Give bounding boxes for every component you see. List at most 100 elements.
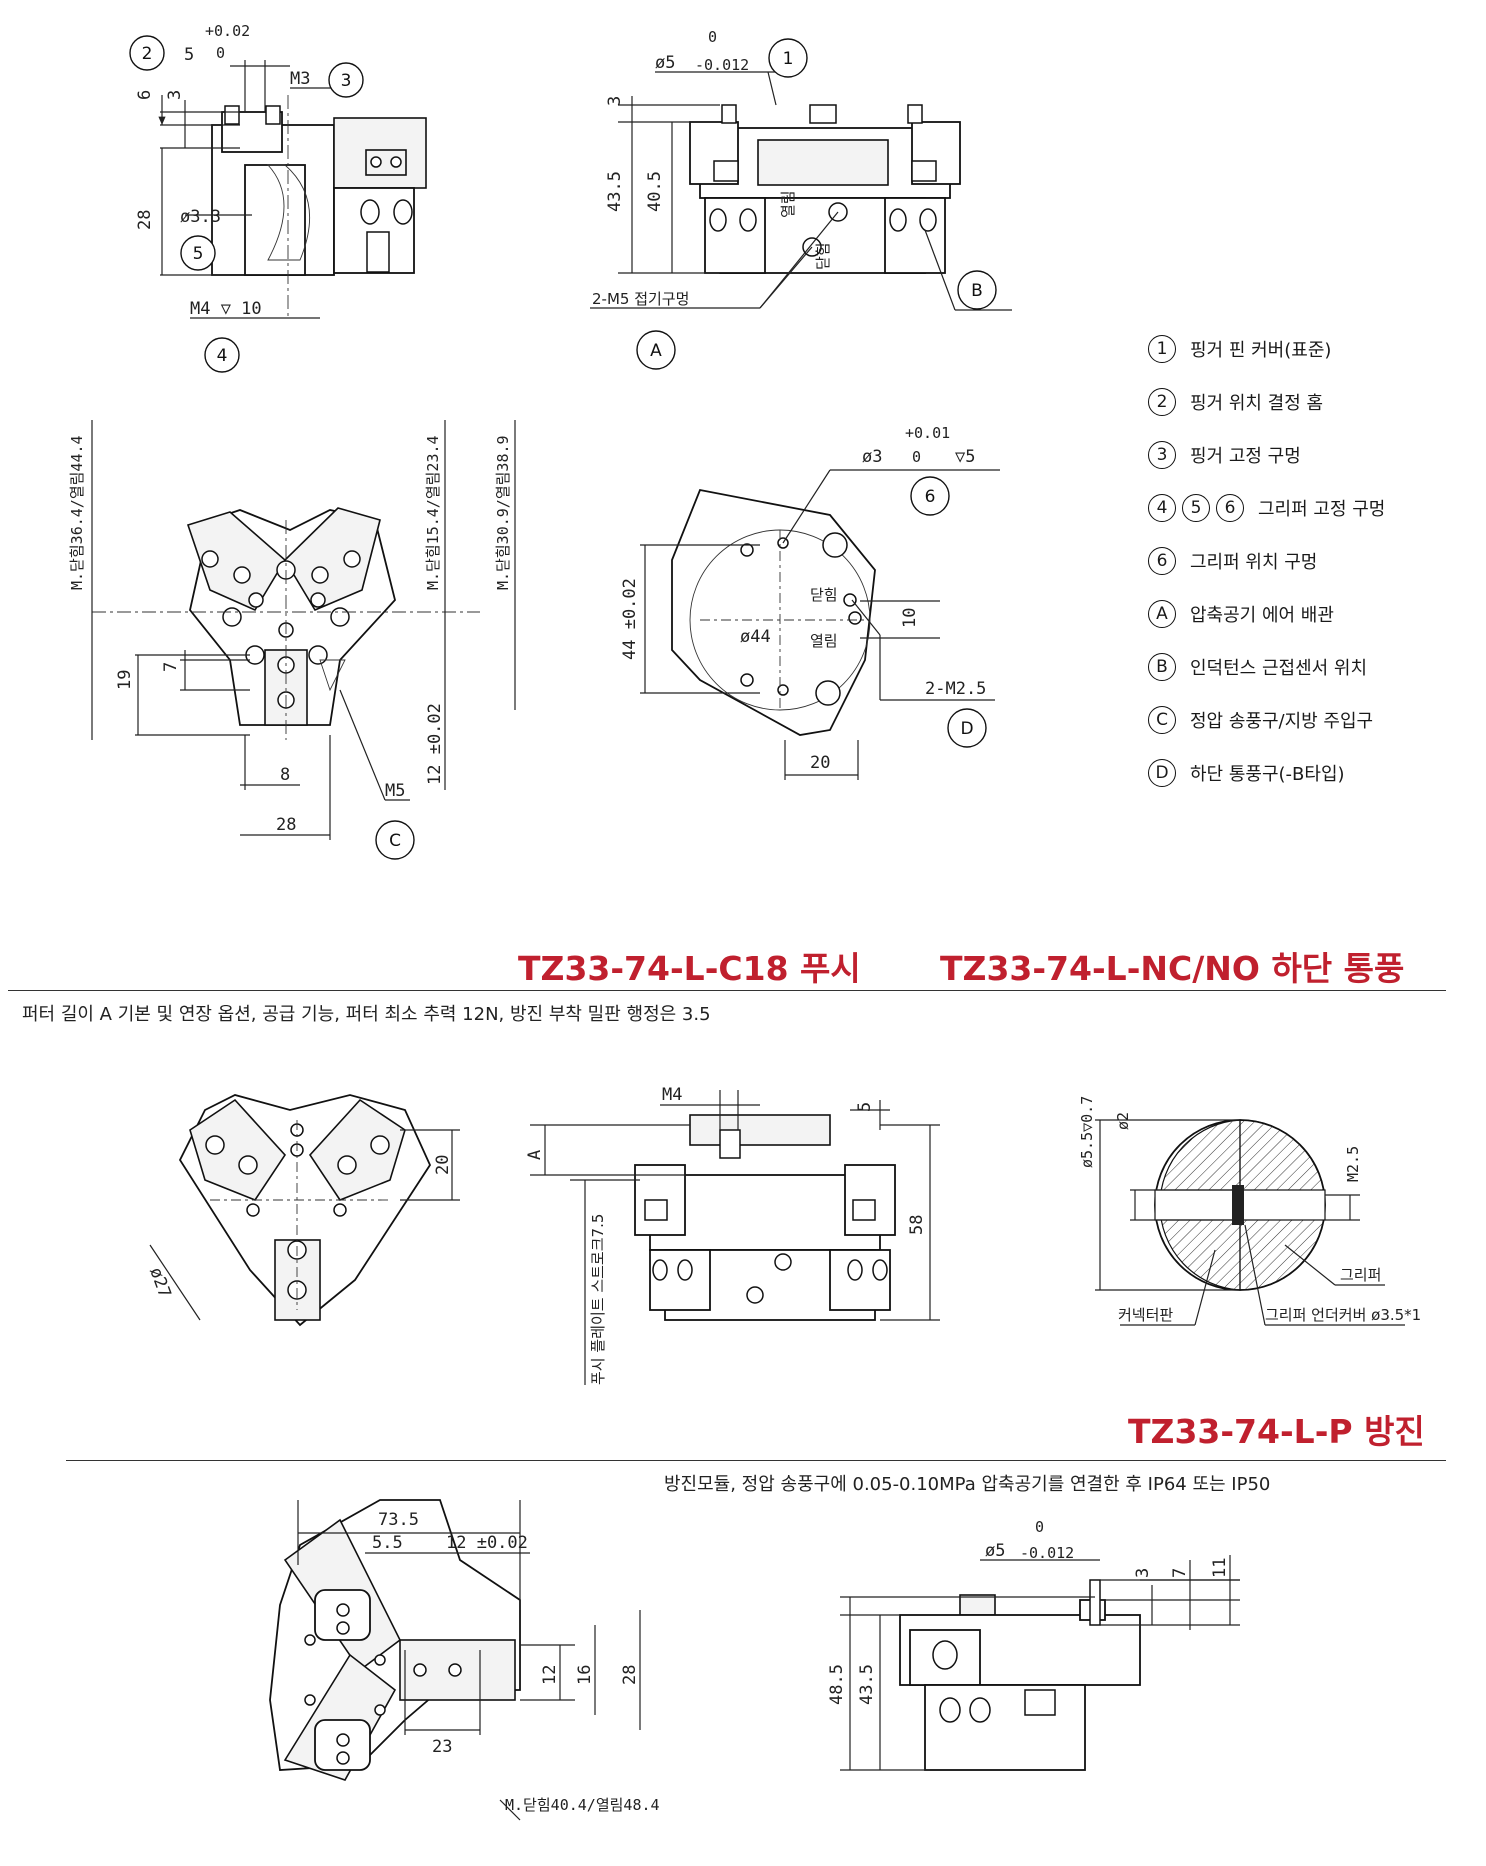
svg-text:C: C	[389, 831, 401, 851]
legend-badge: B	[1148, 652, 1176, 681]
dim-m3r: M.닫힘30.9/열림38.9	[494, 435, 512, 590]
svg-text:4: 4	[217, 346, 228, 366]
svg-text:5: 5	[193, 244, 204, 264]
dim-28: 28	[135, 210, 155, 230]
dim-11: 11	[1210, 1558, 1230, 1578]
dim-55: 5.5	[372, 1533, 403, 1553]
legend-text: 압축공기 에어 배관	[1190, 604, 1334, 626]
dim-8: 8	[280, 765, 290, 785]
view-top-jaws: M.닫힘36.4/열림44.4 M.닫힘15.4/열림23.4 M.닫힘30.9…	[68, 420, 516, 860]
legend-badge: 1	[1148, 334, 1176, 363]
dim-16: 16	[575, 1665, 595, 1685]
title-dust: TZ33-74-L-P 방진	[1128, 1412, 1425, 1451]
view-side-left: 5 +0.02 0 M3 6 3 28 ø3.3 M4 ▽ 10 2 3 5 4	[129, 22, 427, 373]
dim-3c: 3	[1133, 1568, 1153, 1578]
dim-12b: 12 ±0.02	[446, 1533, 528, 1553]
callout-B	[957, 270, 997, 310]
label-cover: 그리퍼 언더커버 ø3.5*1	[1265, 1306, 1421, 1324]
callout-D	[947, 708, 987, 748]
callout-5	[180, 235, 216, 271]
callout-2	[129, 35, 165, 71]
legend-badge: C	[1148, 705, 1176, 734]
label-connector: 커넥터판	[1118, 1306, 1173, 1324]
legend-badge: 5	[1182, 493, 1210, 522]
callout-4	[204, 337, 240, 373]
callout-C	[375, 820, 415, 860]
dim-A: A	[525, 1150, 545, 1160]
legend-text: 핑거 핀 커버(표준)	[1190, 339, 1332, 361]
view-push-side: M4 5 A 58 푸시 플레이트 스트로크7.5	[525, 1085, 940, 1385]
callout-6	[910, 476, 950, 516]
svg-text:2: 2	[142, 44, 153, 64]
dim-0c: 0	[1035, 1518, 1044, 1536]
dim-tol0: 0	[216, 44, 225, 62]
dim-phi5: ø5	[655, 53, 675, 73]
svg-text:B: B	[971, 281, 983, 301]
view-front: ø5 0 -0.012 3 43.5 40.5 열림 닫힘 2-M5 접기구멍 …	[590, 28, 1012, 370]
dim-7b: 7	[1170, 1568, 1190, 1578]
view-detail-section: ø5.5▽0.7 ø2 M2.5 그리퍼 커넥터판 그리퍼 언더커버 ø3.5*…	[1078, 1096, 1421, 1326]
dim-735: 73.5	[378, 1510, 419, 1530]
dim-6: 6	[135, 90, 155, 100]
dim-485: 48.5	[827, 1664, 847, 1705]
dim-28c: 28	[620, 1665, 640, 1685]
title-bottom: TZ33-74-L-NC/NO 하단 통풍	[940, 949, 1405, 988]
label-2m5: 2-M5 접기구멍	[592, 290, 689, 308]
legend-badge: 3	[1148, 440, 1176, 469]
svg-text:A: A	[650, 341, 662, 361]
dim-m1: M.닫힘36.4/열림44.4	[68, 435, 86, 590]
svg-text:6: 6	[925, 487, 936, 507]
legend-text: 핑거 고정 구멍	[1190, 445, 1301, 467]
dim-28b: 28	[276, 815, 296, 835]
label-open2: 열림	[810, 632, 838, 650]
dim-5b: 5	[855, 1102, 875, 1112]
dim-3: 3	[165, 90, 185, 100]
dim-m4b: M4	[662, 1085, 682, 1105]
legend-badge: A	[1148, 599, 1176, 628]
view-bottom: ø3 +0.01 0 ▽5 44 ±0.02 ø44 닫힘 열림 10 2-M2…	[620, 424, 1000, 780]
dim-2m25: 2-M2.5	[925, 679, 986, 699]
dim-0b: 0	[912, 448, 921, 466]
dim-20: 20	[810, 753, 830, 773]
title-push: TZ33-74-L-C18 푸시	[518, 949, 861, 988]
dim-435b: 43.5	[857, 1664, 877, 1705]
dim-20b: 20	[433, 1155, 453, 1175]
legend-badge: D	[1148, 758, 1176, 787]
callout-1	[768, 38, 808, 78]
dim-phi27: ø27	[145, 1265, 174, 1301]
legend-text: 하단 통풍구(-B타입)	[1190, 763, 1345, 785]
desc-dust: 방진모듈, 정압 송풍구에 0.05-0.10MPa 압축공기를 연결한 후 I…	[664, 1474, 1271, 1495]
divider-top	[8, 990, 1446, 991]
dim-m0012: -0.012	[695, 56, 749, 74]
label-gripper: 그리퍼	[1340, 1266, 1381, 1284]
dim-tol001: +0.01	[905, 424, 950, 442]
dim-44: 44 ±0.02	[620, 578, 640, 660]
dim-mbot: M.닫힘40.4/열림48.4	[505, 1796, 660, 1814]
dim-m2: M.닫힘15.4/열림23.4	[424, 435, 442, 590]
dim-m4: M4 ▽ 10	[190, 299, 262, 319]
legend-text: 그리퍼 고정 구멍	[1258, 498, 1386, 520]
label-close: 닫힘	[814, 242, 832, 270]
svg-text:1: 1	[783, 49, 794, 69]
dim-405: 40.5	[645, 171, 665, 212]
legend-item: A 압축공기 에어 배관	[1148, 587, 1468, 640]
legend-badge: 6	[1148, 546, 1176, 575]
legend-item: D 하단 통풍구(-B타입)	[1148, 746, 1468, 799]
dim-m3: M3	[290, 69, 310, 89]
label-open: 열림	[779, 190, 797, 218]
legend-badge: 4	[1148, 493, 1176, 522]
svg-text:3: 3	[341, 71, 352, 91]
divider-bottom	[66, 1460, 1446, 1461]
dim-phi44: ø44	[740, 627, 771, 647]
callout-A	[636, 330, 676, 370]
dim-v5: ▽5	[955, 447, 975, 467]
view-push-top: 20 ø27	[145, 1094, 460, 1327]
dim-435: 43.5	[605, 171, 625, 212]
dim-0: 0	[708, 28, 717, 46]
dim-5: 5	[184, 45, 194, 65]
